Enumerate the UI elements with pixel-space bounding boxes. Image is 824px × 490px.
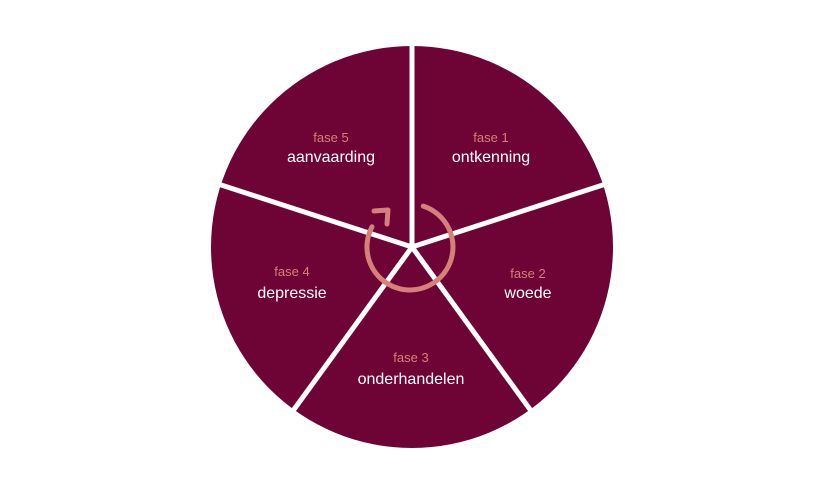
phase-5-name: aanvaarding — [287, 149, 375, 166]
phase-4-name: depressie — [257, 285, 326, 302]
cycle-arc — [364, 203, 456, 293]
phase-4-label: fase 4 depressie — [257, 264, 326, 302]
phase-1-name: ontkenning — [452, 149, 530, 166]
cycle-arrowhead — [371, 207, 391, 227]
phase-4-number: fase 4 — [274, 264, 309, 279]
phase-1-number: fase 1 — [473, 130, 508, 145]
phase-2-number: fase 2 — [510, 266, 545, 281]
phase-3-name: onderhandelen — [358, 371, 465, 388]
segment-dividers — [216, 42, 608, 415]
segment-divider — [216, 181, 413, 250]
phase-5-number: fase 5 — [313, 130, 348, 145]
phase-labels: fase 1 ontkenning fase 2 woede fase 3 on… — [257, 130, 551, 388]
phase-3-label: fase 3 onderhandelen — [358, 350, 465, 388]
segment-divider — [289, 245, 415, 415]
phase-3-number: fase 3 — [393, 350, 428, 365]
segment-divider — [411, 181, 608, 250]
circular-arrow-icon — [364, 203, 456, 293]
segment-divider — [409, 245, 535, 415]
phase-2-label: fase 2 woede — [503, 266, 551, 302]
phase-5-label: fase 5 aanvaarding — [287, 130, 375, 166]
phase-2-name: woede — [503, 285, 551, 302]
phase-1-label: fase 1 ontkenning — [452, 130, 530, 166]
